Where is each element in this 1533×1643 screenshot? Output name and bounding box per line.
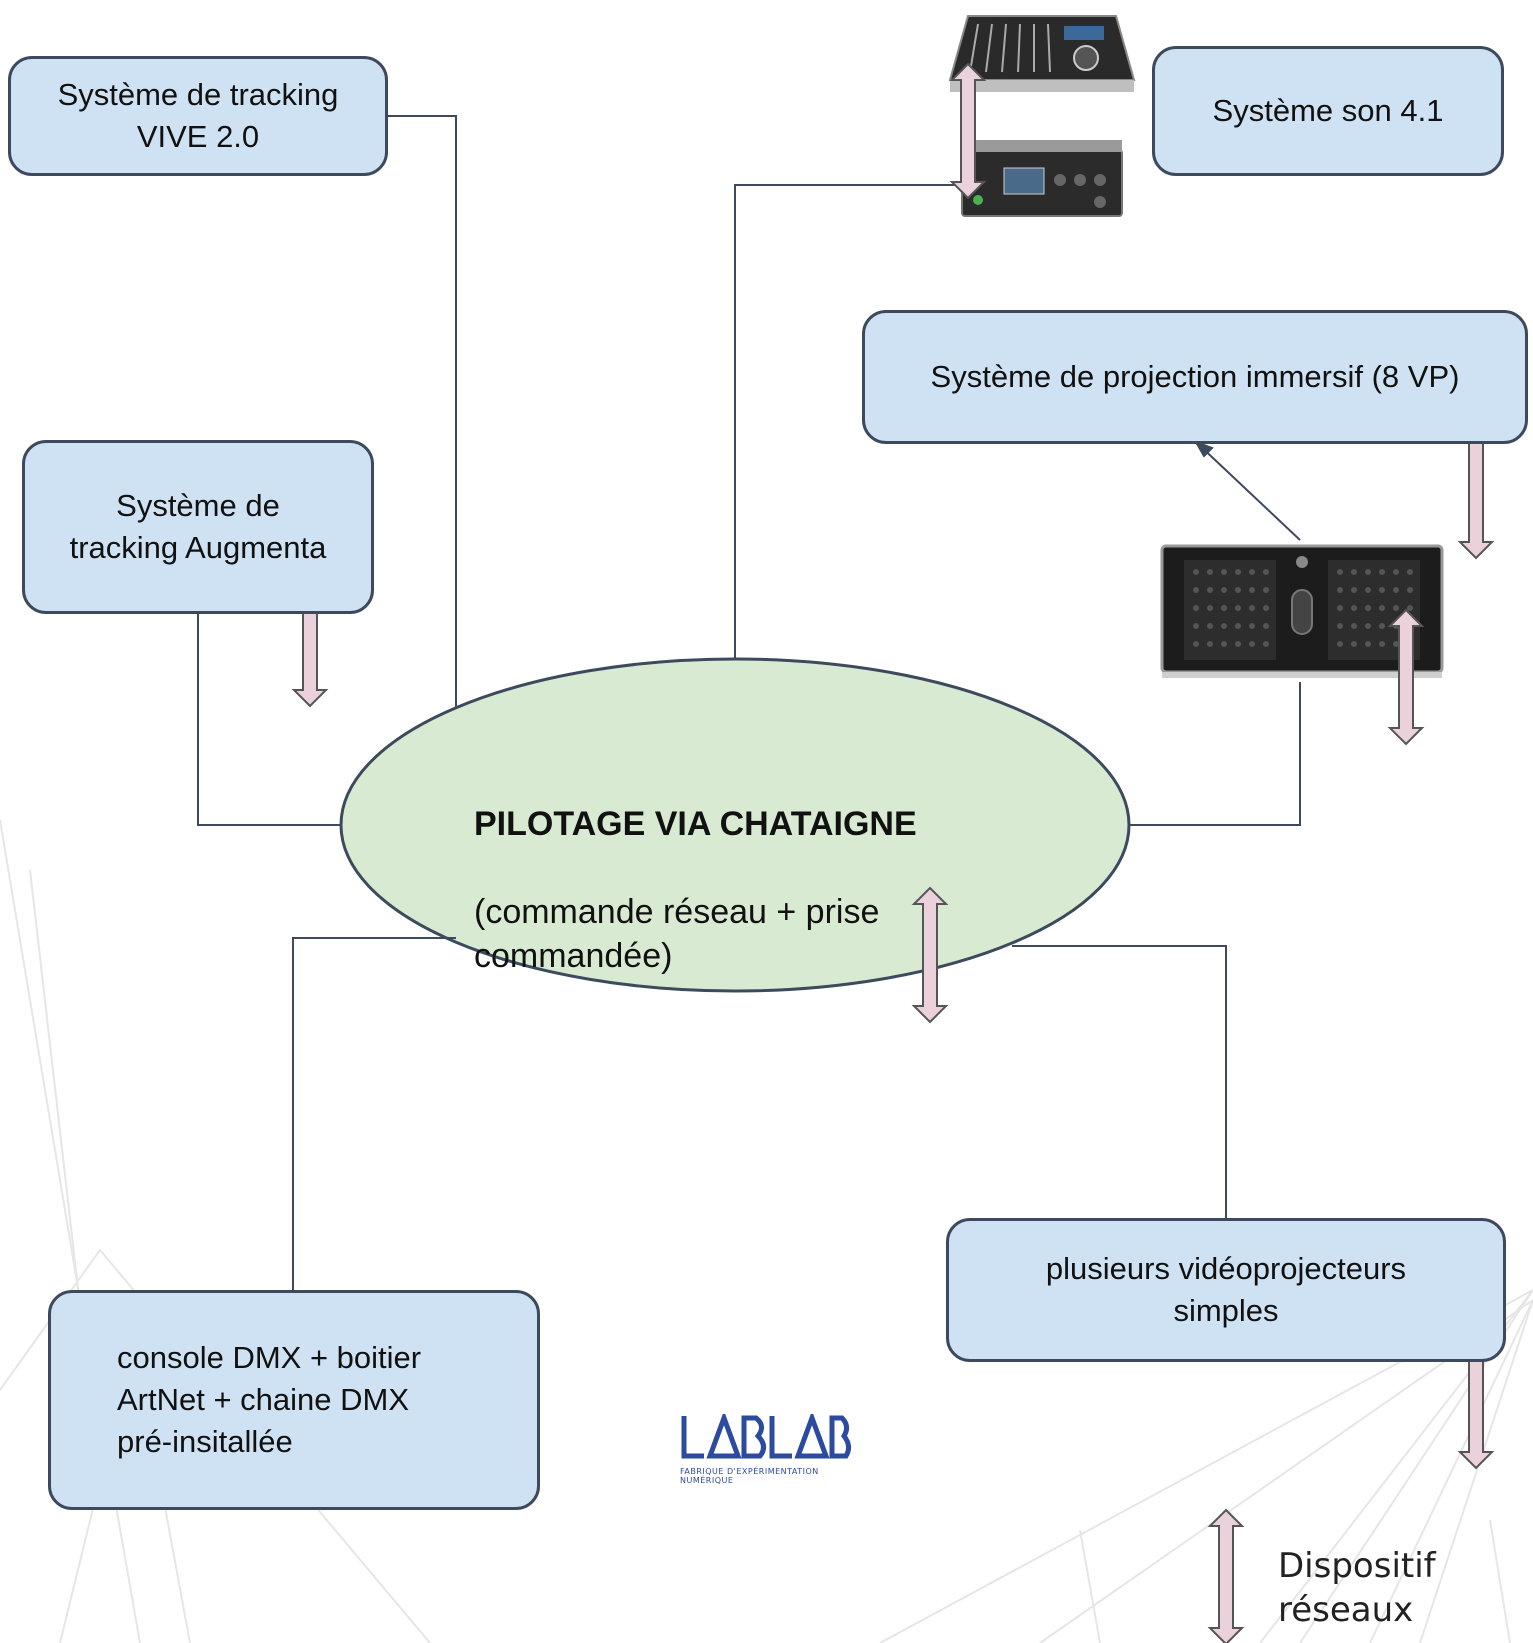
mixer-controller-icon <box>948 15 1136 92</box>
node-videoprojecteurs: plusieurs vidéoprojecteurs simples <box>946 1218 1506 1362</box>
node-projection: Système de projection immersif (8 VP) <box>862 310 1528 444</box>
connectors <box>197 115 1301 1291</box>
double-arrow-icon <box>1459 423 1493 559</box>
logo-subtext: FABRIQUE D'EXPÉRIMENTATION NUMÉRIQUE <box>680 1467 819 1485</box>
lablab-logo: FABRIQUE D'EXPÉRIMENTATION NUMÉRIQUE <box>680 1410 852 1485</box>
node-label: plusieurs vidéoprojecteurs simples <box>1045 1251 1407 1328</box>
connector-dmx <box>292 937 456 1291</box>
rack-server-icon <box>1160 544 1444 678</box>
audio-interface-icon <box>961 140 1123 217</box>
node-dmx: console DMX + boitier ArtNet + chaine DM… <box>48 1290 540 1510</box>
node-augmenta-tracking: Système de tracking Augmenta <box>22 440 374 614</box>
node-son: Système son 4.1 <box>1152 46 1504 176</box>
connector-son <box>734 184 962 659</box>
central-node: PILOTAGE VIA CHATAIGNE (commande réseau … <box>474 758 1034 978</box>
lablab-logo-mark <box>681 1410 852 1459</box>
connector-videoproj <box>1012 945 1227 1218</box>
central-title: PILOTAGE VIA CHATAIGNE <box>474 805 917 843</box>
node-label: Système de tracking VIVE 2.0 <box>57 77 339 154</box>
node-label: console DMX + boitier ArtNet + chaine DM… <box>117 1340 422 1459</box>
connector-augmenta <box>197 612 340 826</box>
node-label: Système son 4.1 <box>1212 93 1444 128</box>
connector-vive <box>388 115 457 707</box>
connector-server <box>1129 682 1301 826</box>
connector-server-to-projection <box>1195 441 1301 541</box>
legend-double-arrow-icon <box>1209 1509 1243 1643</box>
node-label: Système de projection immersif (8 VP) <box>930 359 1460 394</box>
central-subtitle: (commande réseau + prise commandée) <box>474 893 880 975</box>
arrowhead <box>1193 440 1214 458</box>
node-label: Système de tracking Augmenta <box>69 488 327 565</box>
legend-label: Dispositif réseaux <box>1278 1546 1436 1630</box>
node-vive-tracking: Système de tracking VIVE 2.0 <box>8 56 388 176</box>
background-decoration <box>0 819 1533 1643</box>
